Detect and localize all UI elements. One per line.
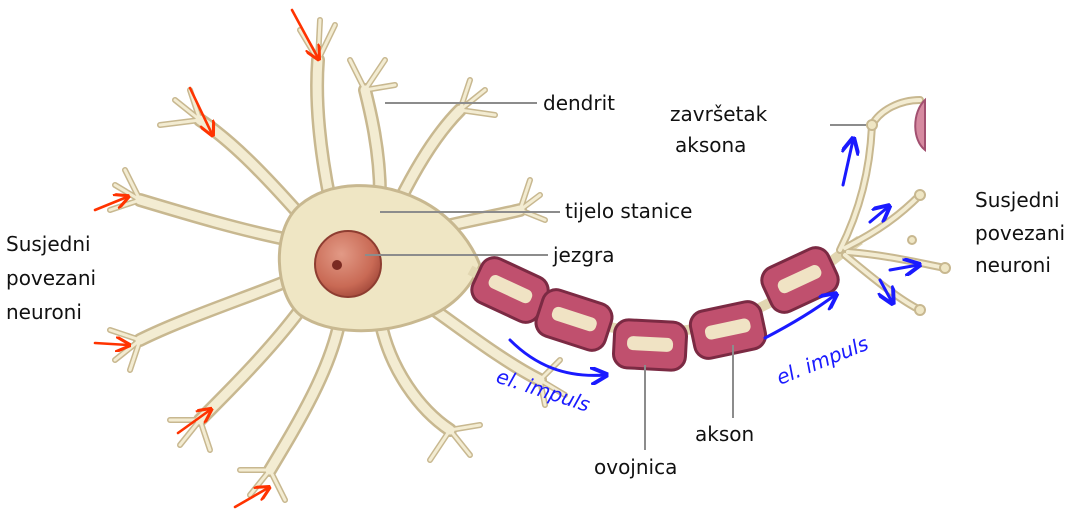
label-zavrsetak-line1: završetak [670,102,768,126]
red-arrow-icon [95,343,128,345]
label-right-neighbors-1: Susjedni [975,188,1060,212]
label-impuls-left: el. impuls [493,364,593,417]
blue-arrow-icon [890,265,918,270]
axon-terminals [840,100,950,315]
label-impuls-right: el. impuls [773,331,872,390]
label-akson: akson [695,422,754,446]
red-arrow-icon [292,10,318,58]
label-dendrit: dendrit [543,91,615,115]
label-jezgra: jezgra [552,243,615,267]
blue-arrow-icon [843,140,853,185]
nucleus [315,231,381,297]
label-left-neighbors-3: neuroni [6,300,82,324]
label-zavrsetak-line2: aksona [675,133,746,157]
label-ovojnica: ovojnica [594,455,677,479]
label-left-neighbors-1: Susjedni [6,232,91,256]
label-tijelo-stanice: tijelo stanice [565,199,692,223]
label-right-neighbors-3: neuroni [975,253,1051,277]
label-left-neighbors-2: povezani [6,266,96,290]
label-right-neighbors-2: povezani [975,221,1065,245]
